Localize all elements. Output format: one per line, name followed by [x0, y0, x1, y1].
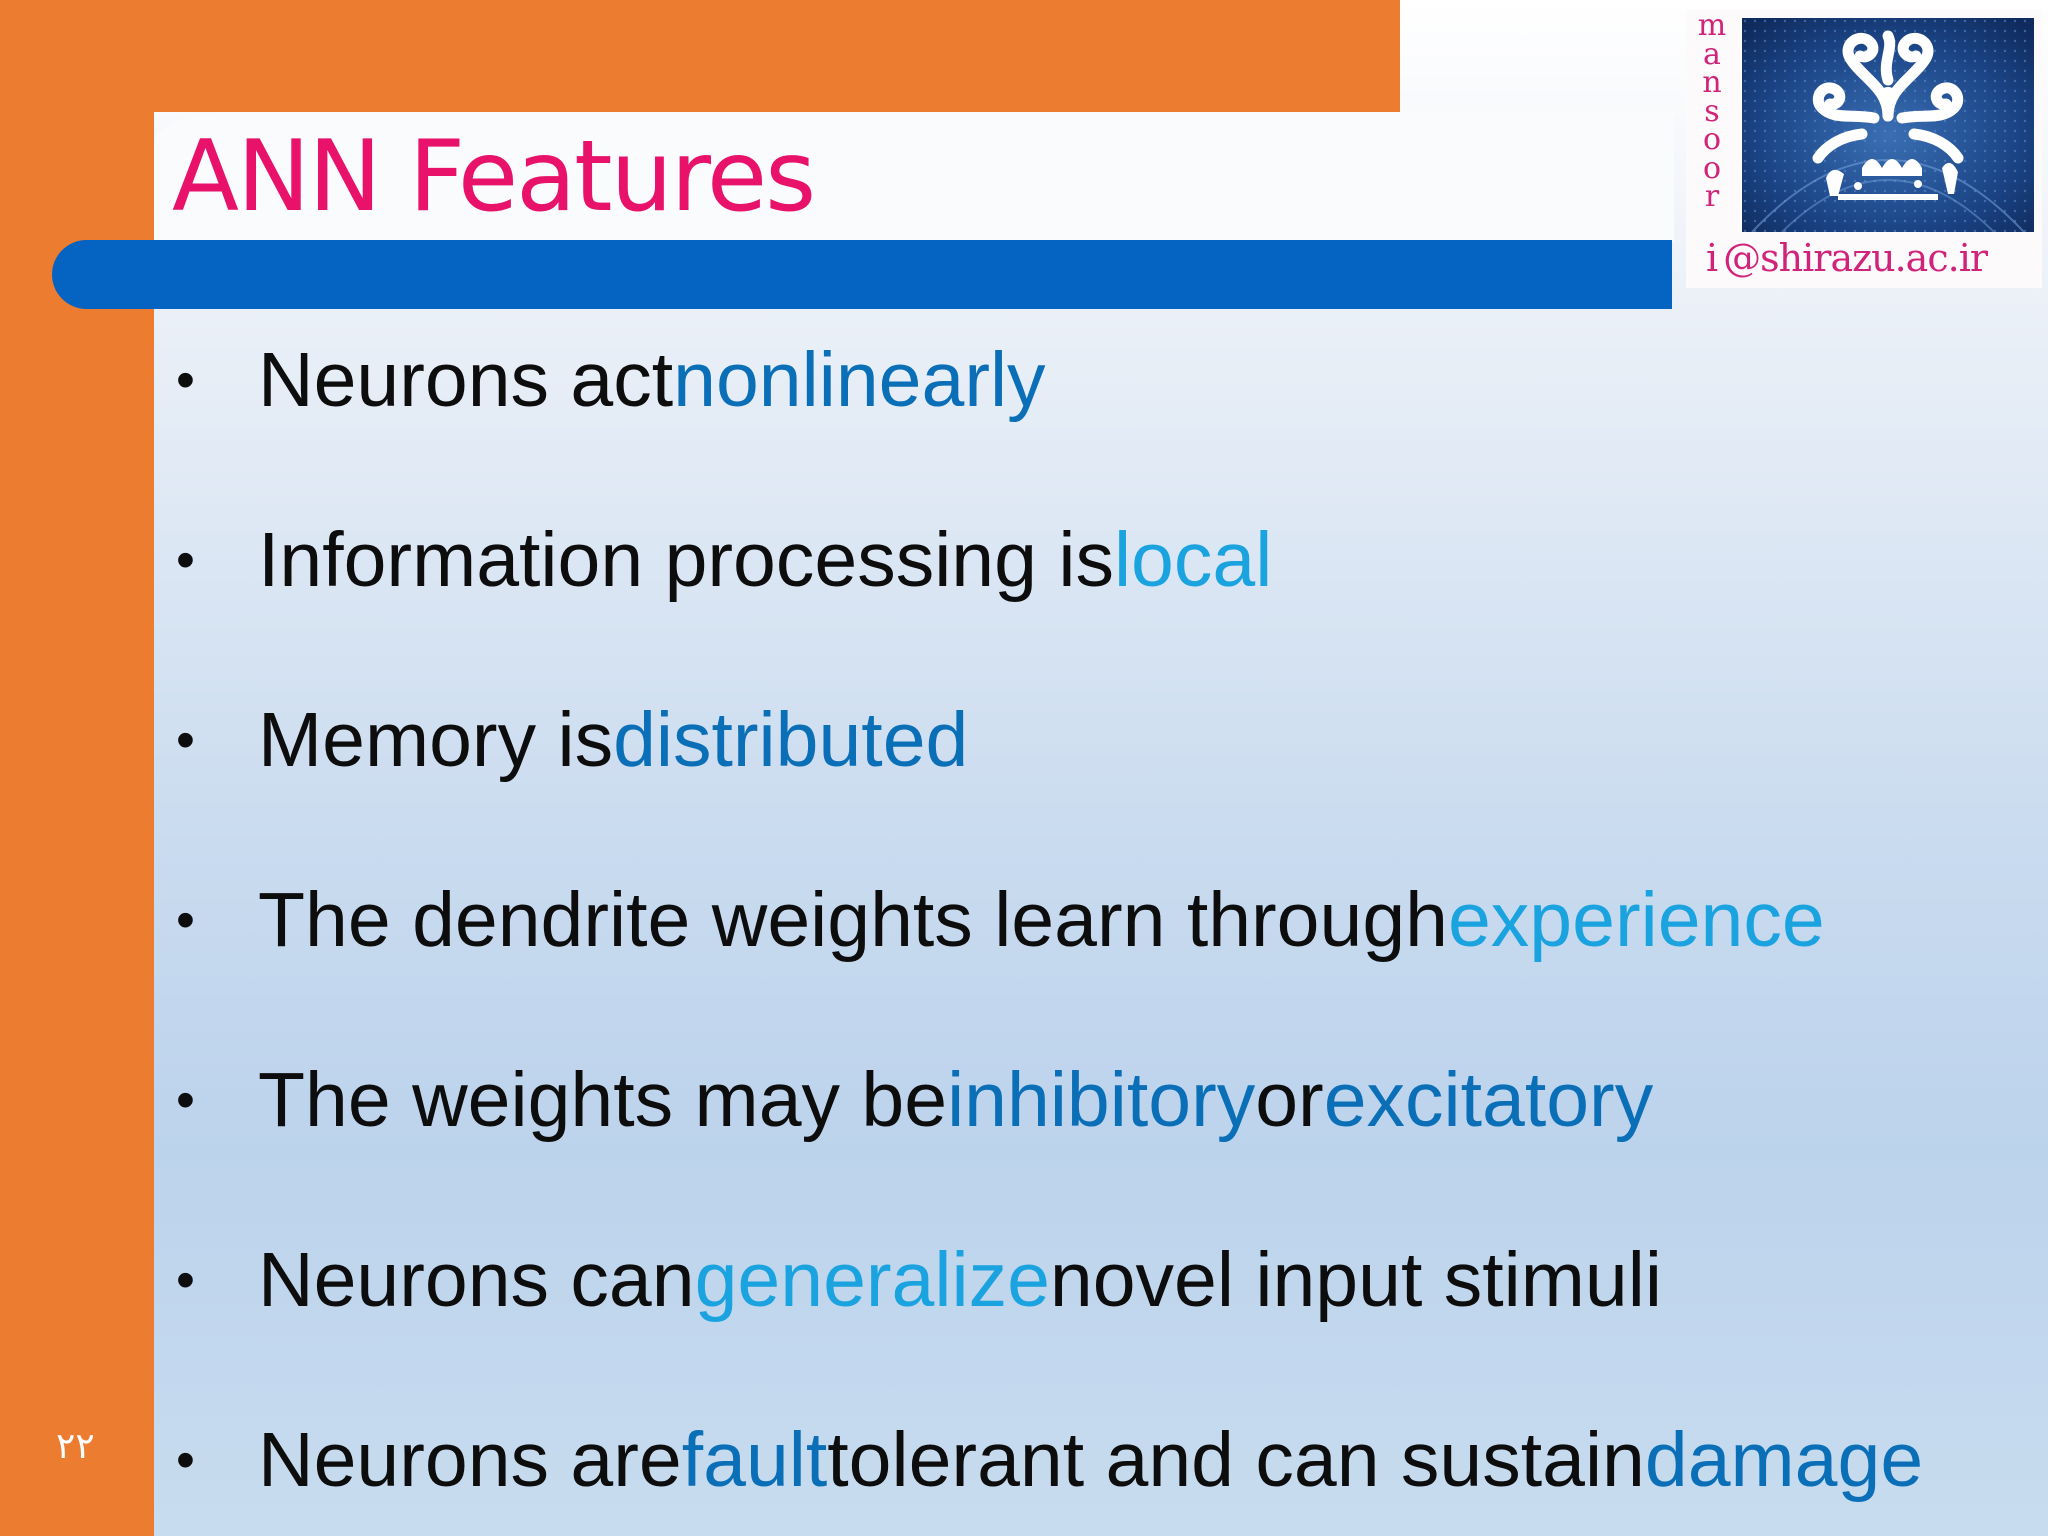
email-first-letter: i [1706, 236, 1718, 280]
title-underline-bar [52, 240, 1672, 309]
bullet-text: novel input stimuli [1049, 1236, 1662, 1323]
bullet-item: • The dendrite weights learn through exp… [172, 870, 1825, 970]
bullet-dot: • [176, 350, 195, 410]
bullet-highlight: experience [1447, 876, 1825, 963]
logo-letter: m [1697, 8, 1727, 43]
bullet-highlight: distributed [613, 696, 969, 783]
logo-letter: o [1702, 150, 1722, 186]
bullet-text: Information processing is [258, 516, 1114, 603]
bullet-dot: • [176, 1070, 195, 1130]
logo-vertical-name: m a n s o o r [1692, 8, 1732, 214]
email-domain: @shirazu.ac.ir [1723, 236, 1988, 280]
bullet-text: Neurons can [258, 1236, 695, 1323]
bullet-dot: • [176, 530, 195, 590]
logo-letter: o [1702, 122, 1722, 157]
orange-left-band [0, 0, 154, 1536]
bullet-highlight: local [1113, 516, 1273, 603]
slide-title: ANN Features [172, 120, 816, 234]
bullet-text: or [1255, 1056, 1324, 1143]
bullet-highlight: generalize [694, 1236, 1050, 1323]
bullet-text: Memory is [258, 696, 614, 783]
bullet-highlight: damage [1644, 1416, 1924, 1503]
bullet-text: Neurons are [258, 1416, 682, 1503]
logo-letter: a [1703, 36, 1721, 72]
bullet-item: • Neurons are fault tolerant and can sus… [172, 1410, 1923, 1510]
title-background [154, 112, 1674, 242]
bullet-item: • Neurons can generalize novel input sti… [172, 1230, 1662, 1330]
bullet-text: Neurons act [258, 336, 674, 423]
logo-letter: s [1704, 93, 1720, 129]
logo-letter: r [1704, 179, 1720, 214]
bullet-highlight: inhibitory [947, 1056, 1256, 1143]
page-number: ۲۲ [56, 1426, 95, 1467]
bullet-highlight: fault [681, 1416, 828, 1503]
orange-top-band [0, 0, 1400, 112]
bullet-dot: • [176, 890, 195, 950]
bullet-dot: • [176, 1250, 195, 1310]
bullet-item: • The weights may be inhibitory or excit… [172, 1050, 1653, 1150]
shiraz-university-emblem-icon [1742, 18, 2034, 232]
bullet-dot: • [176, 710, 195, 770]
bullet-item: • Neurons act nonlinearly [172, 330, 1046, 430]
bullet-text: tolerant and can sustain [827, 1416, 1645, 1503]
bullet-text: The dendrite weights learn through [258, 876, 1448, 963]
bullet-text: The weights may be [258, 1056, 948, 1143]
bullet-dot: • [176, 1430, 195, 1490]
logo-email: i@shirazu.ac.ir [1706, 236, 1988, 280]
bullet-highlight: excitatory [1323, 1056, 1654, 1143]
bullet-item: • Information processing is local [172, 510, 1272, 610]
bullet-item: • Memory is distributed [172, 690, 968, 790]
bullet-highlight: nonlinearly [673, 336, 1046, 423]
logo-letter: n [1702, 65, 1722, 100]
